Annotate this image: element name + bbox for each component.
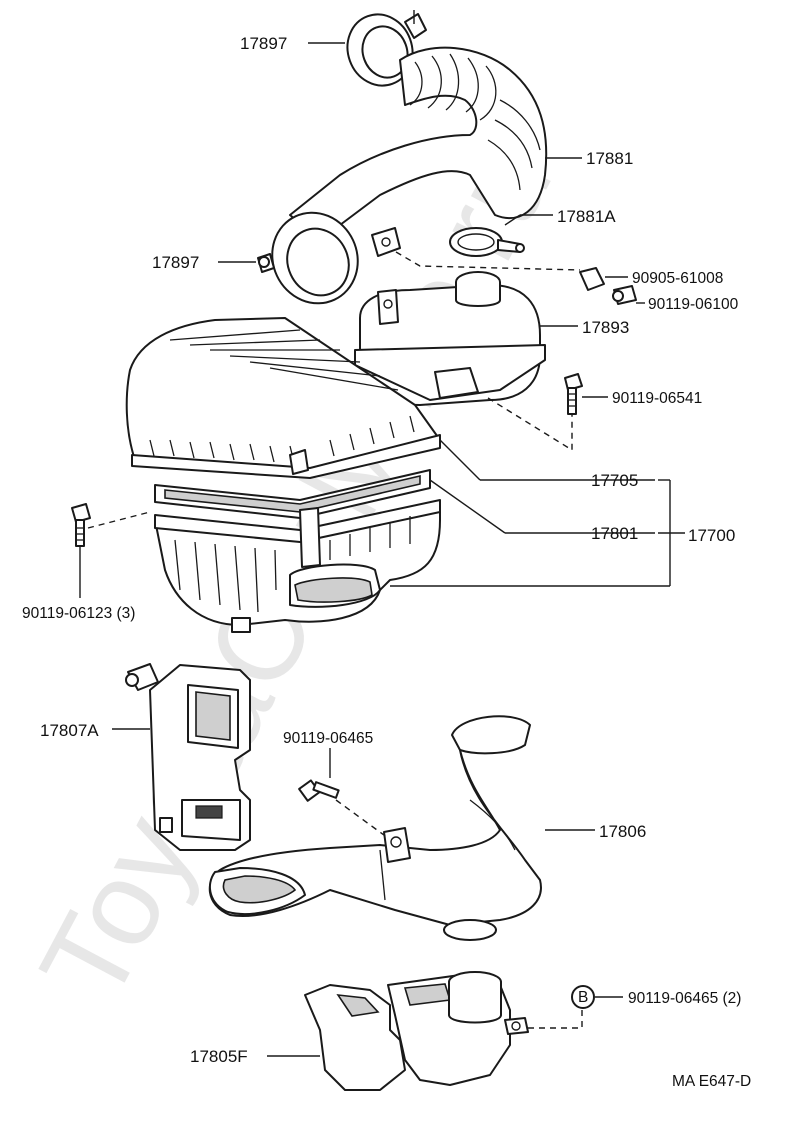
bolt-90119-06123-drawing xyxy=(71,503,91,547)
label-duct-17807a: 17807A xyxy=(40,721,99,740)
ref-b-circle xyxy=(571,985,595,1009)
cleaner-case-drawing xyxy=(154,499,441,633)
hose-clamp-top-drawing xyxy=(346,10,427,87)
label-90119-06541: 90119-06541 xyxy=(612,390,702,407)
label-90119-06123: 90119-06123 (3) xyxy=(22,605,135,622)
label-intake-hose: 17881 xyxy=(586,149,633,168)
filter-element-drawing xyxy=(154,469,431,519)
label-inlet-duct: 17806 xyxy=(599,822,646,841)
duct-17807a-drawing xyxy=(125,663,251,851)
inlet-duct-drawing xyxy=(208,715,542,941)
label-filter-element: 17801 xyxy=(591,524,638,543)
bolt-90119-06465-drawing xyxy=(298,779,340,802)
label-lower-duct: 17805F xyxy=(190,1047,248,1066)
bolt-90119-06541-drawing xyxy=(564,373,583,415)
figure-code: MA E647-D xyxy=(672,1073,751,1090)
label-ref-b-marker: B xyxy=(578,989,588,1006)
label-hose-clamp-top: 17897 xyxy=(240,34,287,53)
label-clamp-17881a: 17881A xyxy=(557,207,616,226)
leader-lines xyxy=(79,42,685,1057)
hose-clamp-left-drawing xyxy=(257,253,275,273)
label-cleaner-cap: 17705 xyxy=(591,471,638,490)
clamp-17881a-drawing xyxy=(449,227,525,257)
dashed-lines xyxy=(87,251,583,1029)
label-cleaner-assy: 17700 xyxy=(688,526,735,545)
label-90905-61008: 90905-61008 xyxy=(632,270,723,287)
resonator-drawing xyxy=(354,271,546,406)
label-90119-06465-2: 90119-06465 (2) xyxy=(628,990,741,1007)
label-resonator: 17893 xyxy=(582,318,629,337)
lower-duct-drawing xyxy=(304,971,529,1091)
grommet-bolt-drawing xyxy=(579,267,637,305)
label-hose-clamp-left: 17897 xyxy=(152,253,199,272)
label-90119-06100: 90119-06100 xyxy=(648,296,739,313)
label-90119-06465: 90119-06465 xyxy=(283,730,373,747)
cleaner-cap-drawing xyxy=(125,317,441,479)
intake-hose-drawing xyxy=(271,46,548,305)
